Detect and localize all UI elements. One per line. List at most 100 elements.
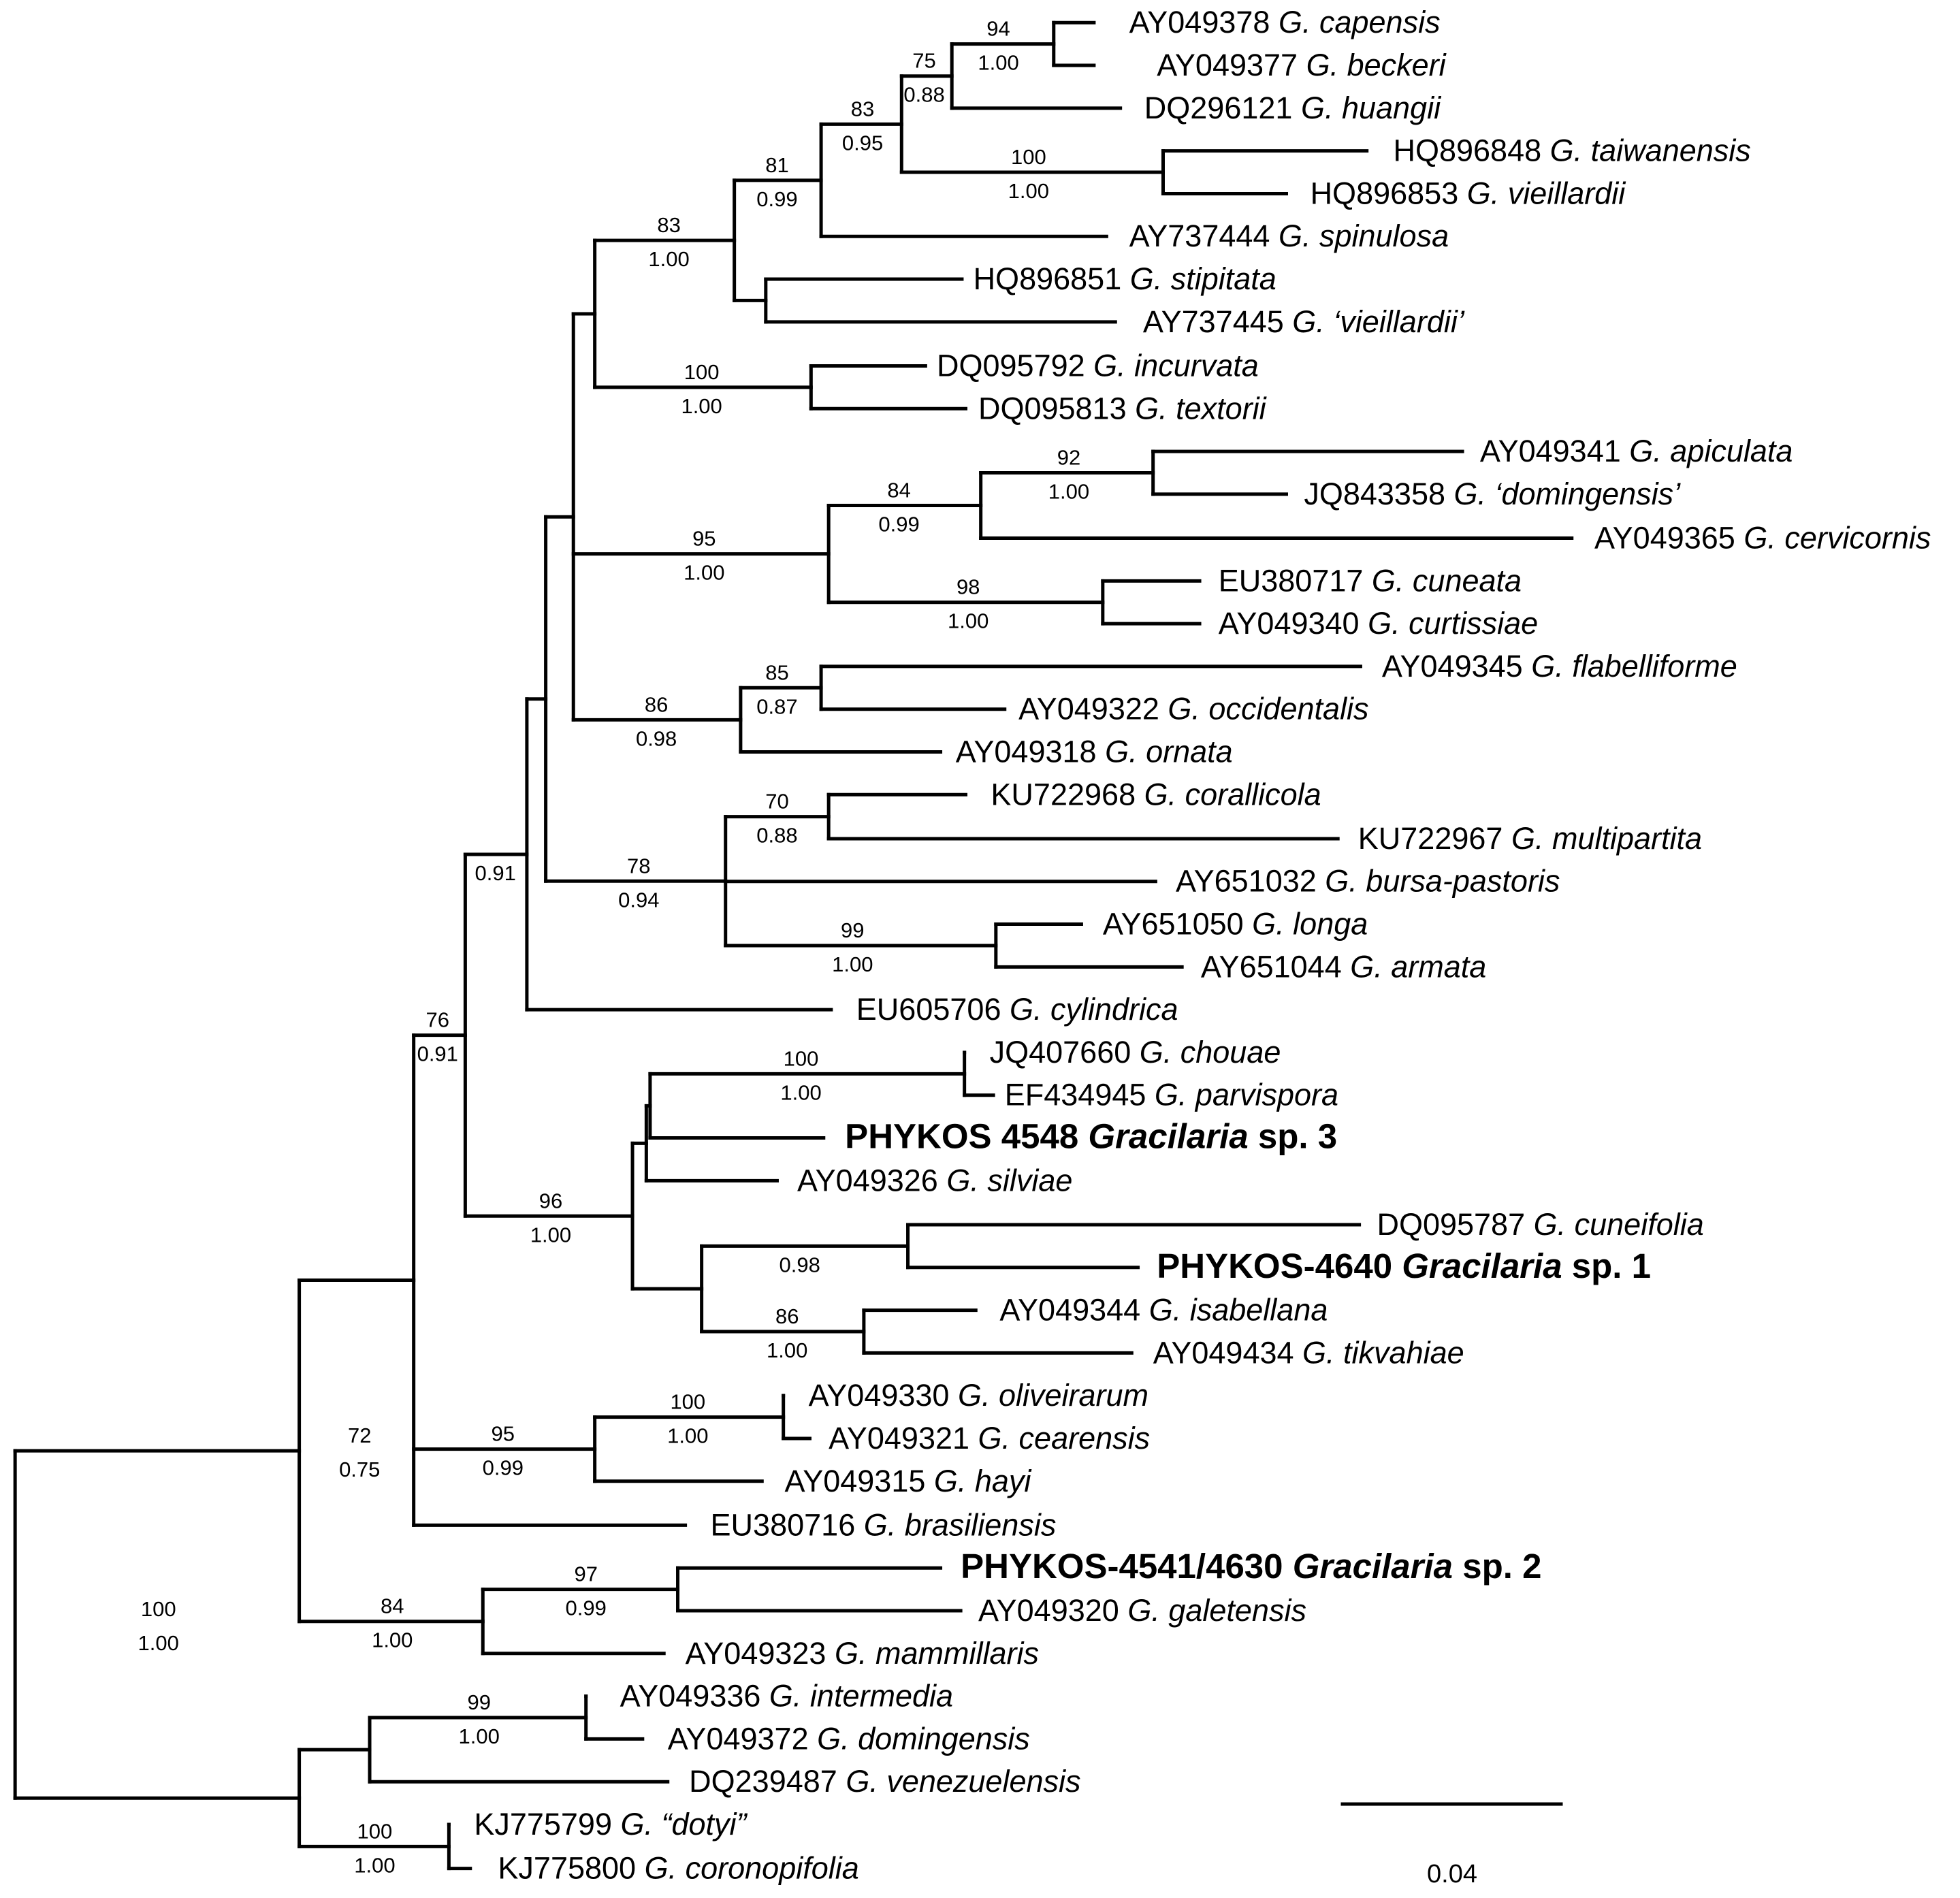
tip-accession: AY049378	[1129, 5, 1279, 39]
tip-species: Gracilaria	[1088, 1117, 1248, 1156]
tip-species: G. galetensis	[1127, 1593, 1306, 1628]
support-top: 84	[887, 478, 910, 502]
support-bottom: 1.00	[767, 1338, 807, 1362]
support-bottom: 0.99	[756, 187, 797, 211]
tip-accession: PHYKOS 4548	[845, 1117, 1088, 1156]
tip-accession: AY049336	[620, 1679, 769, 1714]
support-bottom: 0.99	[483, 1456, 524, 1480]
tip-accession: JQ843358	[1304, 477, 1453, 511]
tip-species: G. coronopifolia	[645, 1851, 859, 1886]
support-bottom: 1.00	[978, 51, 1018, 75]
tip-label: PHYKOS 4548 Gracilaria sp. 3	[845, 1117, 1337, 1156]
support-bottom: 0.91	[475, 861, 516, 885]
support-top: 96	[539, 1189, 562, 1212]
tip-species: G. vieillardii	[1467, 176, 1627, 210]
tip-label: KU722967 G. multipartita	[1358, 821, 1702, 856]
tip-accession: DQ095792	[937, 348, 1093, 383]
tip-accession: EU380717	[1219, 563, 1372, 598]
tip-accession: PHYKOS-4541/4630	[961, 1547, 1293, 1586]
support-top: 98	[957, 575, 980, 599]
tip-label: AY049340 G. curtissiae	[1219, 606, 1538, 641]
tip-label: JQ843358 G. ‘domingensis’	[1304, 477, 1681, 511]
tip-label: JQ407660 G. chouae	[990, 1035, 1281, 1069]
tip-species: G. multipartita	[1511, 821, 1702, 856]
tip-species: G. parvispora	[1155, 1078, 1338, 1112]
tip-label: AY049345 G. flabelliforme	[1382, 649, 1737, 683]
support-bottom: 0.75	[339, 1458, 380, 1481]
tip-label: KJ775800 G. coronopifolia	[498, 1851, 858, 1886]
tip-label: EU605706 G. cylindrica	[856, 992, 1178, 1027]
tip-accession: DQ095813	[978, 391, 1135, 425]
tip-label: AY651044 G. armata	[1201, 949, 1486, 984]
tip-accession: AY049330	[809, 1378, 958, 1413]
tip-label: AY049341 G. apiculata	[1480, 434, 1793, 468]
tip-label: DQ296121 G. huangii	[1144, 91, 1442, 125]
tip-species: Gracilaria	[1293, 1547, 1453, 1586]
support-top: 99	[841, 918, 864, 942]
tip-label: AY049378 G. capensis	[1129, 5, 1441, 39]
tip-species: G. ornata	[1105, 735, 1233, 769]
support-top: 94	[986, 17, 1010, 41]
support-bottom: 1.00	[530, 1223, 571, 1246]
tip-label: EU380716 G. brasiliensis	[711, 1507, 1057, 1542]
support-top: 100	[141, 1597, 176, 1621]
support-bottom: 1.00	[667, 1424, 708, 1448]
tip-accession: HQ896853	[1311, 176, 1467, 210]
tip-accession: AY049377	[1157, 48, 1306, 82]
tip-accession: AY737444	[1129, 219, 1279, 253]
scale-bar-label: 0.04	[1427, 1860, 1477, 1888]
support-top: 81	[765, 153, 788, 177]
support-bottom: 0.98	[636, 726, 677, 750]
support-bottom: 0.99	[878, 512, 919, 536]
tip-suffix: sp. 1	[1562, 1246, 1651, 1285]
tip-accession: EU605706	[856, 992, 1010, 1027]
tip-species: G. mammillaris	[835, 1636, 1039, 1671]
support-bottom: 1.00	[648, 247, 689, 271]
tip-species: G. cuneata	[1372, 563, 1522, 598]
tip-accession: EU380716	[711, 1507, 864, 1542]
support-top: 84	[381, 1594, 404, 1618]
tip-species: G. oliveirarum	[958, 1378, 1148, 1413]
tip-accession: AY049344	[999, 1293, 1148, 1328]
support-bottom: 1.00	[780, 1080, 821, 1104]
tip-accession: AY651044	[1201, 949, 1350, 984]
tip-label: KJ775799 G. “dotyi”	[474, 1807, 748, 1841]
tip-species: G. ‘vieillardii’	[1292, 304, 1465, 339]
support-top: 86	[645, 692, 668, 716]
tip-accession: AY049345	[1382, 649, 1531, 683]
support-top: 83	[851, 97, 874, 120]
tip-species: G. occidentalis	[1168, 692, 1368, 726]
support-bottom: 1.00	[372, 1628, 413, 1652]
tip-species: G. huangii	[1301, 91, 1442, 125]
tip-label: DQ095787 G. cuneifolia	[1377, 1207, 1703, 1242]
tip-accession: PHYKOS-4640	[1157, 1246, 1402, 1285]
tip-label: AY049315 G. hayi	[785, 1464, 1033, 1498]
tip-species: G. capensis	[1279, 5, 1441, 39]
tip-accession: AY651050	[1103, 907, 1252, 942]
support-bottom: 1.00	[138, 1631, 179, 1655]
tip-species: G. cervicornis	[1744, 521, 1931, 556]
tip-species: G. armata	[1350, 949, 1486, 984]
tip-label: AY049323 G. mammillaris	[686, 1636, 1039, 1671]
tip-label: AY737445 G. ‘vieillardii’	[1143, 304, 1465, 339]
tip-species: G. taiwanensis	[1550, 133, 1751, 168]
tip-label: EF434945 G. parvispora	[1005, 1078, 1338, 1112]
tip-species: G. beckeri	[1306, 48, 1447, 82]
tip-accession: HQ896848	[1393, 133, 1549, 168]
support-bottom: 1.00	[832, 952, 873, 976]
support-top: 76	[426, 1008, 449, 1032]
support-bottom: 0.88	[756, 824, 797, 848]
tip-accession: KU722967	[1358, 821, 1511, 856]
tip-accession: AY049320	[978, 1593, 1127, 1628]
support-top: 70	[765, 790, 788, 814]
tip-accession: AY049315	[785, 1464, 934, 1498]
support-top: 100	[684, 360, 720, 384]
tip-accession: AY049365	[1594, 521, 1744, 556]
tip-label: DQ095792 G. incurvata	[937, 348, 1259, 383]
tip-accession: DQ296121	[1144, 91, 1301, 125]
tip-species: G. textorii	[1135, 391, 1268, 425]
support-bottom: 1.00	[1008, 179, 1049, 203]
support-bottom: 0.98	[780, 1253, 820, 1276]
